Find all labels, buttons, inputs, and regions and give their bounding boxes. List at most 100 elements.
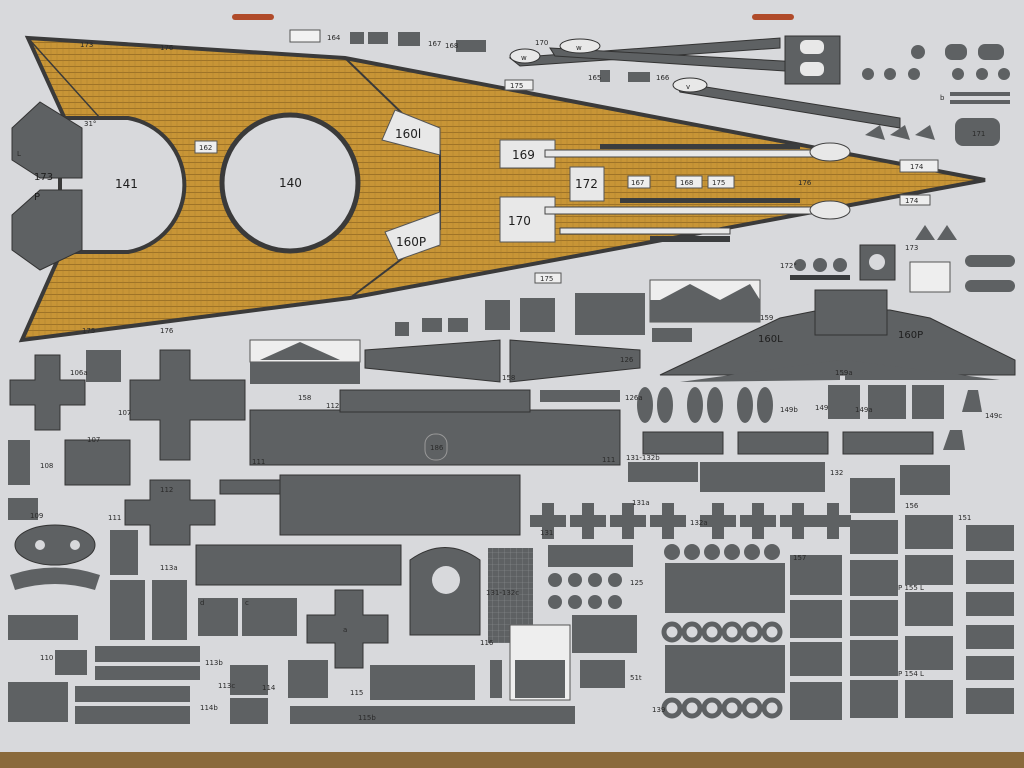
part-165	[600, 70, 610, 82]
wing-part	[509, 339, 641, 383]
wing-part	[364, 339, 501, 383]
label-115b: 115b	[358, 714, 376, 722]
part-114	[230, 665, 268, 695]
label-160p2: 160P	[898, 330, 923, 341]
crane-hook	[672, 77, 708, 93]
round-part	[588, 573, 602, 587]
part-154	[905, 636, 953, 670]
vent	[915, 225, 935, 240]
part-159	[650, 300, 760, 322]
part-114b	[75, 686, 190, 702]
part-157	[790, 555, 842, 595]
part-154	[905, 680, 953, 718]
strip	[95, 646, 200, 662]
part-113-strip	[195, 544, 402, 586]
part-157	[790, 642, 842, 676]
label-170b: 170	[535, 39, 548, 47]
round-part	[548, 595, 562, 609]
label-173b: 173	[905, 244, 918, 252]
part-109	[14, 524, 96, 566]
part-51t	[580, 660, 625, 688]
strip	[540, 390, 620, 402]
part-115	[306, 589, 389, 669]
gun-shield	[809, 142, 851, 162]
part-106	[9, 354, 86, 431]
label-159: 159	[760, 314, 773, 322]
shield-part	[757, 387, 773, 423]
label-149a: 149a	[855, 406, 873, 414]
part-box	[850, 680, 898, 718]
round-part	[724, 544, 740, 560]
aft-block	[11, 189, 83, 271]
part-175-tab	[504, 79, 534, 91]
triangle-part	[260, 342, 340, 360]
wing-part	[845, 360, 1000, 380]
label-126a: 126a	[625, 394, 643, 402]
part-167	[627, 175, 651, 189]
part-box	[850, 600, 898, 636]
label-159a: 159a	[835, 369, 853, 377]
triangle-part	[660, 284, 760, 300]
part-115b	[370, 665, 475, 700]
label-110: 110	[40, 654, 53, 662]
part-155	[905, 555, 953, 585]
part-174-barrel	[965, 280, 1015, 292]
strip	[628, 462, 698, 482]
label-a: a	[343, 626, 347, 634]
right-mid-parts: 173	[790, 225, 1015, 293]
crane-boom	[674, 81, 901, 129]
deck-seam	[27, 37, 101, 119]
washer	[998, 68, 1010, 80]
label-158b: 158	[298, 394, 311, 402]
label-p: P	[34, 192, 40, 203]
curved-part	[10, 567, 100, 590]
washer	[908, 68, 920, 80]
round-part	[548, 573, 562, 587]
part-row	[572, 615, 637, 653]
part-155	[905, 592, 953, 626]
gun-barrel	[559, 227, 731, 235]
table-edge	[0, 752, 1024, 768]
vent	[865, 125, 885, 140]
part-114-b	[230, 698, 268, 724]
part-strips	[665, 563, 785, 613]
round-part	[684, 544, 700, 560]
round-part	[704, 544, 720, 560]
round-part	[744, 544, 760, 560]
part-168	[675, 175, 703, 189]
part-175	[707, 175, 735, 189]
small-part	[8, 498, 38, 520]
round-part	[568, 595, 582, 609]
part-box	[900, 465, 950, 495]
part-114b	[75, 706, 190, 724]
part-131	[842, 431, 934, 455]
part-113c-b	[242, 598, 297, 636]
round-part	[608, 595, 622, 609]
label-106a: 106a	[70, 369, 88, 377]
part-171	[955, 118, 1000, 146]
part-149	[868, 385, 906, 419]
aft-block	[11, 101, 83, 179]
ring-part	[681, 697, 703, 719]
strip	[290, 706, 575, 724]
right-lower-parts: 149 126a 131-132b 132 156 131a 132a 125	[530, 385, 1014, 720]
part-170	[499, 196, 556, 243]
part-box	[850, 640, 898, 676]
washer	[862, 68, 874, 80]
label-160p: 160P	[396, 235, 426, 249]
label-115: 115	[350, 689, 363, 697]
label-111b: 111	[602, 456, 615, 464]
label-171: 171	[972, 130, 985, 138]
shield-part	[637, 387, 653, 423]
shield-part	[737, 387, 753, 423]
label-126: 126	[620, 356, 634, 364]
ring-part	[721, 621, 743, 643]
cross-part	[650, 503, 686, 539]
ring-part	[701, 621, 723, 643]
part-160p	[384, 211, 441, 261]
barrel-sleeve	[600, 144, 800, 149]
round-part	[608, 573, 622, 587]
label-169: 169	[512, 148, 535, 162]
label-162: 162	[199, 144, 212, 152]
label-112: 112	[326, 402, 339, 410]
